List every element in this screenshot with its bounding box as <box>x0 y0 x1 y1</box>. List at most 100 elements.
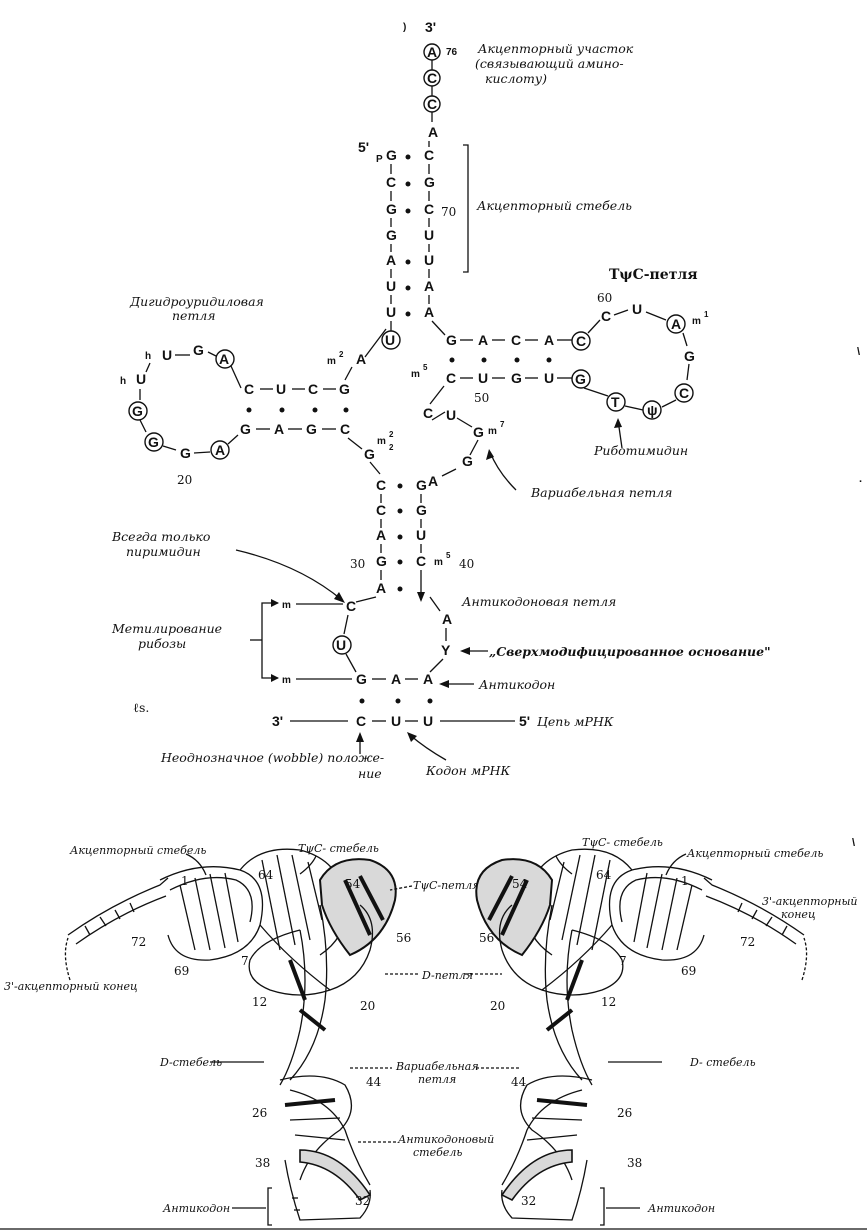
codon-arrow <box>409 734 447 761</box>
acceptor-cca: A 76 C C A <box>423 43 458 140</box>
svg-text:G: G <box>446 332 457 348</box>
svg-text:54: 54 <box>345 877 361 891</box>
svg-text:32: 32 <box>521 1194 536 1208</box>
wobble-label-2: ние <box>358 766 382 781</box>
svg-text:2: 2 <box>339 350 344 359</box>
svg-text:70: 70 <box>441 205 456 219</box>
svg-text:64: 64 <box>258 868 274 882</box>
svg-text:G: G <box>240 421 251 437</box>
svg-text:38: 38 <box>255 1156 270 1170</box>
left-acceptor-end-label: 3'-акцепторный конец <box>4 980 138 993</box>
svg-text:C: C <box>427 70 437 86</box>
svg-text:A: A <box>423 671 433 687</box>
hypermodified-label: „Сверхмодифицированное основание" <box>489 644 771 659</box>
svg-text:A: A <box>428 124 438 140</box>
svg-text:C: C <box>424 147 434 163</box>
svg-text:5: 5 <box>423 363 428 372</box>
svg-text:72: 72 <box>131 935 146 949</box>
svg-text:G: G <box>416 477 427 493</box>
svg-text:A: A <box>376 527 386 543</box>
svg-text:G: G <box>180 445 191 461</box>
svg-text:T: T <box>611 394 620 410</box>
svg-text:U: U <box>423 713 433 729</box>
svg-text:76: 76 <box>446 47 458 58</box>
svg-text:m: m <box>434 557 443 568</box>
svg-text:A: A <box>478 332 488 348</box>
svg-text:C: C <box>424 201 434 217</box>
svg-text:A: A <box>424 304 434 320</box>
svg-text:C: C <box>427 96 437 112</box>
svg-text:1: 1 <box>681 874 689 888</box>
svg-text:50: 50 <box>474 391 489 405</box>
svg-text:Y: Y <box>441 642 451 658</box>
svg-text:7: 7 <box>241 954 249 968</box>
svg-text:69: 69 <box>681 964 696 978</box>
acceptor-stem-brace <box>463 144 469 273</box>
stray-mark: ℓs. <box>133 700 149 715</box>
svg-text:U: U <box>386 304 396 320</box>
svg-text:G: G <box>376 553 387 569</box>
svg-text:A: A <box>356 351 366 367</box>
svg-text:5: 5 <box>446 551 451 560</box>
svg-text:A: A <box>386 252 396 268</box>
svg-text:26: 26 <box>617 1106 632 1120</box>
variable-loop-arrow <box>489 451 517 491</box>
svg-text:2: 2 <box>389 443 394 452</box>
svg-text:G: G <box>339 381 350 397</box>
svg-text:30: 30 <box>350 557 365 571</box>
svg-text:C: C <box>511 332 521 348</box>
svg-text:G: G <box>386 201 397 217</box>
mrna-five-prime: 5' <box>519 713 530 729</box>
variable-loop-bottom-label-2: петля <box>418 1073 456 1086</box>
wobble-label: Неоднозначное (wobble) положе- <box>160 750 384 765</box>
anticodon-loop: C U G A A A Y C U U <box>332 596 452 729</box>
svg-text:m: m <box>282 600 291 611</box>
svg-text:ψ: ψ <box>647 402 658 418</box>
right-acceptor-end-label: 3'-акцепторный <box>762 895 858 908</box>
right-acceptor-stem-label: Акцепторный стебель <box>686 847 823 860</box>
svg-text:56: 56 <box>479 931 494 945</box>
anticodon-label: Антикодон <box>478 677 555 692</box>
three-prime-label: 3' <box>425 19 436 35</box>
svg-text:m: m <box>411 369 420 380</box>
svg-text:12: 12 <box>601 995 616 1009</box>
left-tpsic-loop-label: TψC-петля <box>413 879 479 892</box>
svg-text:G: G <box>356 671 367 687</box>
right-anticodon-label: Антикодон <box>647 1202 715 1215</box>
svg-text:G: G <box>511 370 522 386</box>
svg-text:m: m <box>327 356 336 367</box>
svg-text:A: A <box>376 580 386 596</box>
svg-text:U: U <box>336 637 346 653</box>
svg-text:C: C <box>416 553 426 569</box>
svg-text:A: A <box>391 671 401 687</box>
left-tpsic-stem-label: TψC- стебель <box>298 842 379 855</box>
trna-3d-left: 1 72 69 7 64 54 56 12 20 44 26 38 32 Акц… <box>4 842 520 1226</box>
svg-text:1: 1 <box>704 310 709 319</box>
svg-text:\: \ <box>857 346 860 358</box>
svg-text:44: 44 <box>366 1075 382 1089</box>
svg-text:A: A <box>274 421 284 437</box>
pyrimidine-arrow <box>235 549 343 601</box>
svg-text:G: G <box>193 342 204 358</box>
svg-text:U: U <box>276 381 286 397</box>
ribose-methylation-label: Метилирование <box>111 621 222 636</box>
acceptor-stem-label: Акцепторный стебель <box>476 198 632 213</box>
svg-text:U: U <box>632 301 642 317</box>
mrna-label: Цепь мРНК <box>537 714 614 729</box>
svg-text:h: h <box>120 376 126 387</box>
svg-text:12: 12 <box>252 995 267 1009</box>
codon-label: Кодон мРНК <box>425 763 511 778</box>
svg-text:7: 7 <box>619 954 627 968</box>
svg-text:): ) <box>403 22 406 33</box>
svg-text:G: G <box>306 421 317 437</box>
svg-text:G: G <box>424 174 435 190</box>
svg-text:m: m <box>488 426 497 437</box>
svg-text:G: G <box>575 371 586 387</box>
svg-text:m: m <box>692 316 701 327</box>
right-tpsic-stem-label: TψC- стебель <box>582 836 663 849</box>
svg-text:G: G <box>364 446 375 462</box>
svg-text:C: C <box>679 385 689 401</box>
svg-text:G: G <box>386 147 397 163</box>
svg-text:G: G <box>684 348 695 364</box>
